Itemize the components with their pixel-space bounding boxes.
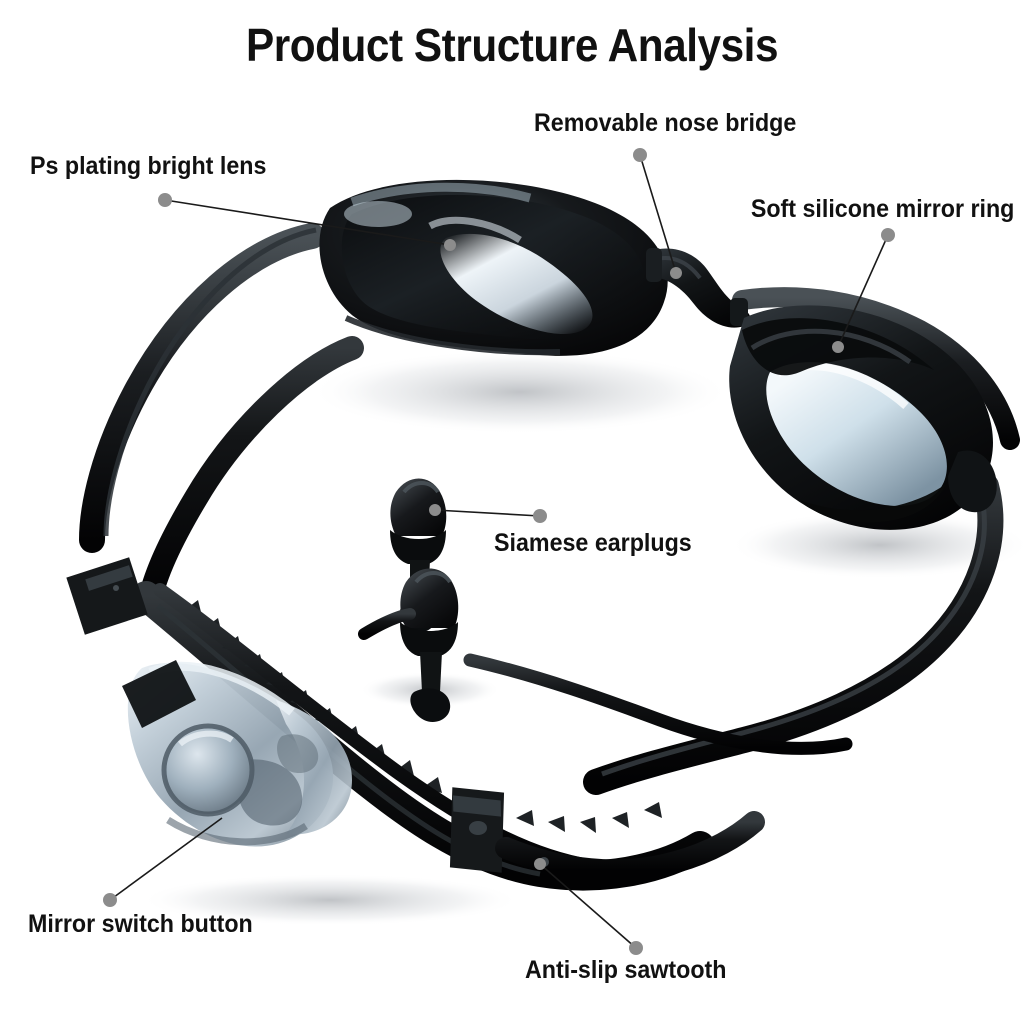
- leader-dot-siamese-earplugs: [533, 509, 547, 523]
- strap-shadow: [140, 874, 520, 926]
- right-gasket-bottom-lip: [800, 484, 946, 523]
- strap-left-lower: [138, 336, 364, 612]
- strap-right-long-sheen: [601, 489, 987, 777]
- right-lens-assembly: [729, 305, 997, 530]
- callout-label-soft-silicone-mirror-ring: Soft silicone mirror ring: [750, 195, 1014, 223]
- strap-right-long: [583, 473, 1004, 795]
- buckle-dark-frame: [122, 660, 196, 728]
- earplug-upper-flange: [390, 530, 446, 564]
- leader-dot-ps-plating-bright-lens: [158, 193, 172, 207]
- earplug-upper-tip: [390, 478, 447, 536]
- page-title: Product Structure Analysis: [245, 19, 779, 71]
- leader-target-dot-anti-slip-sawtooth: [534, 858, 546, 870]
- strap-keeper-left: [66, 557, 148, 635]
- callout-label-anti-slip-sawtooth: Anti-slip sawtooth: [525, 956, 727, 984]
- leader-target-dot-removable-nose-bridge: [670, 267, 682, 279]
- buckle-internal-part-b: [277, 734, 319, 774]
- lens-shadow-left: [310, 350, 730, 434]
- switch-button-glint: [178, 730, 234, 747]
- buckle-bottom-edge: [166, 817, 308, 846]
- leader-line-mirror-switch-button: [109, 817, 223, 901]
- leader-line-soft-silicone-mirror-ring: [837, 234, 889, 348]
- earplug-tether-left: [358, 608, 416, 640]
- leader-dot-mirror-switch-button: [103, 893, 117, 907]
- earplug-lower-eyelet: [410, 688, 451, 723]
- leader-line-siamese-earplugs: [434, 509, 541, 517]
- mirror-switch-button-assembly: [122, 660, 352, 847]
- left-lens-assembly: [319, 179, 668, 356]
- right-gasket-sheen: [750, 328, 912, 365]
- callout-label-mirror-switch-button: Mirror switch button: [28, 910, 253, 938]
- strap-earplug-tether-right: [463, 653, 853, 755]
- switch-button-ring: [161, 723, 255, 817]
- strap-right-upper: [732, 287, 1020, 450]
- callout-label-ps-plating-bright-lens: Ps plating bright lens: [30, 152, 267, 180]
- keeper-left-top-sheen: [85, 565, 133, 591]
- earplug-upper-sheen: [402, 481, 440, 494]
- keeper-left-body: [66, 557, 148, 635]
- nose-bridge-right-clip: [730, 298, 748, 326]
- left-lens-corner-glint: [344, 201, 412, 227]
- strap-tail-end: [495, 811, 765, 882]
- leader-target-dot-soft-silicone-mirror-ring: [832, 341, 844, 353]
- lens-shadow-right: [730, 511, 1024, 579]
- leader-line-anti-slip-sawtooth: [539, 863, 637, 949]
- earplug-lower-flange: [400, 622, 458, 656]
- keeper-lower-stud: [469, 821, 487, 835]
- leader-lines-group: [103, 148, 895, 955]
- strap-keeper-lower: [449, 787, 505, 873]
- switch-button-face[interactable]: [164, 726, 252, 814]
- right-lens-side-clip: [948, 450, 997, 513]
- earplug-lower-sheen: [414, 571, 452, 584]
- leader-dot-removable-nose-bridge: [633, 148, 647, 162]
- callout-label-siamese-earplugs: Siamese earplugs: [494, 529, 692, 557]
- leader-target-dot-siamese-earplugs: [429, 504, 441, 516]
- left-gasket-bottom-sheen: [344, 315, 561, 356]
- left-lens-highlight-edge: [428, 216, 522, 243]
- keeper-lower-sheen: [452, 795, 502, 817]
- keeper-left-pin: [113, 585, 119, 591]
- leader-target-dot-ps-plating-bright-lens: [444, 239, 456, 251]
- leader-dot-anti-slip-sawtooth: [629, 941, 643, 955]
- leader-dot-soft-silicone-mirror-ring: [881, 228, 895, 242]
- leader-line-ps-plating-bright-lens: [164, 199, 451, 246]
- strap-left-upper-sheen: [103, 227, 317, 537]
- siamese-earplugs: [358, 478, 459, 723]
- callout-label-removable-nose-bridge: Removable nose bridge: [534, 109, 797, 137]
- leader-line-removable-nose-bridge: [639, 154, 677, 274]
- left-lens-rim-sheen: [350, 182, 532, 207]
- nose-bridge-left-clip: [646, 248, 662, 282]
- left-lens-highlight: [440, 233, 593, 334]
